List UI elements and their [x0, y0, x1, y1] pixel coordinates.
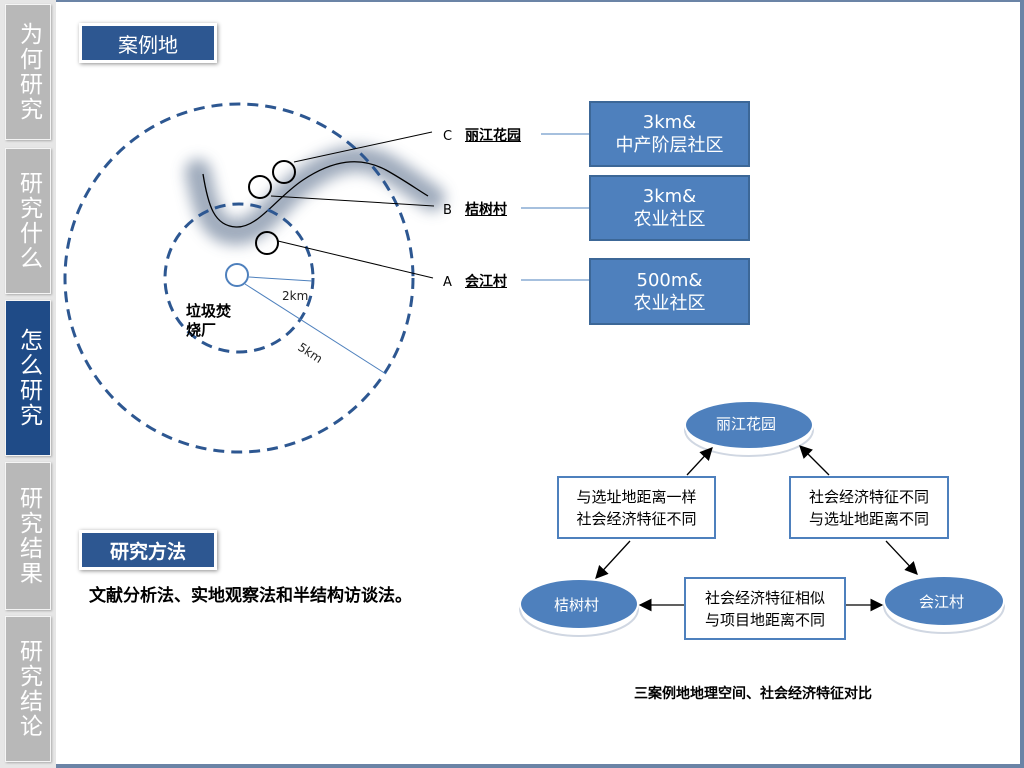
site-letter: A	[443, 275, 452, 290]
node-ellipse-right	[883, 575, 1005, 627]
leader-line-a	[277, 240, 434, 279]
nav-tab-label: 研究结果	[15, 486, 42, 586]
nav-tab-why[interactable]: 为何研究	[5, 4, 51, 140]
info-distance: 3km&	[642, 186, 697, 207]
incinerator-marker	[225, 263, 249, 287]
nav-tab-how[interactable]: 怎么研究	[5, 300, 51, 456]
section-nav: 为何研究 研究什么 怎么研究 研究结果 研究结论	[0, 0, 56, 768]
edge-line: 社会经济特征不同	[576, 509, 697, 528]
info-type: 农业社区	[633, 292, 706, 314]
nav-tab-what[interactable]: 研究什么	[5, 148, 51, 294]
nav-tab-label: 研究什么	[15, 171, 42, 271]
info-type: 农业社区	[633, 209, 706, 230]
site-marker-a	[255, 231, 279, 255]
site-label-c: C 丽江花园	[443, 125, 521, 145]
site-letter: B	[443, 203, 452, 218]
edge-line: 与项目地距离不同	[704, 610, 825, 629]
edge-line: 社会经济特征不同	[808, 487, 929, 506]
radius-line-2km	[248, 276, 313, 282]
node-label-right: 会江村	[919, 593, 965, 611]
edge-box-bottom: 社会经济特征相似 与项目地距离不同	[684, 577, 846, 640]
frame-top-border	[0, 0, 1024, 2]
arrow-to-right	[885, 540, 918, 575]
site-name: 会江村	[465, 274, 507, 290]
info-distance: 500m&	[636, 269, 703, 291]
arrow-to-top-from-right	[799, 445, 830, 476]
node-ellipse-left	[519, 578, 639, 630]
site-label-b: B 桔树村	[443, 199, 507, 219]
site-marker-b	[248, 175, 272, 199]
diagram-caption: 三案例地地理空间、社会经济特征对比	[634, 686, 872, 702]
info-box-c: 3km& 中产阶层社区	[589, 101, 750, 167]
method-section-title: 研究方法	[79, 530, 217, 570]
info-distance: 3km&	[642, 112, 697, 133]
incinerator-label: 垃圾焚 烧厂	[186, 302, 232, 339]
nav-tab-conclusions[interactable]: 研究结论	[5, 616, 51, 762]
site-letter: C	[443, 129, 453, 144]
info-box-b: 3km& 农业社区	[589, 175, 750, 241]
site-name: 桔树村	[465, 202, 507, 218]
nav-tab-label: 研究结论	[15, 639, 42, 739]
frame-right-border	[1020, 0, 1024, 768]
inner-ring-2km	[163, 202, 315, 354]
leader-line-c	[293, 131, 433, 163]
node-label-top: 丽江花园	[716, 415, 777, 433]
leader-line-b	[270, 195, 435, 207]
radius-label-2km: 2km	[282, 289, 309, 303]
site-label-a: A 会江村	[443, 271, 507, 291]
info-box-a: 500m& 农业社区	[589, 258, 750, 325]
node-ellipse-top	[684, 400, 814, 450]
edge-line: 与选址地距离不同	[808, 509, 929, 528]
edge-box-right-top: 社会经济特征不同 与选址地距离不同	[789, 476, 949, 539]
site-marker-c	[272, 160, 296, 184]
arrow-to-top-from-left	[686, 447, 713, 476]
frame-bottom-border	[0, 764, 1024, 768]
radius-line-5km	[244, 283, 387, 375]
river-line	[202, 161, 429, 228]
outer-ring-5km	[63, 102, 415, 454]
info-type: 中产阶层社区	[615, 135, 724, 156]
edge-line: 与选址地距离一样	[576, 487, 697, 506]
case-section-title: 案例地	[79, 23, 217, 63]
site-name: 丽江花园	[465, 128, 521, 144]
river-highlight	[185, 145, 445, 246]
nav-tab-label: 为何研究	[15, 22, 42, 122]
edge-line: 社会经济特征相似	[704, 588, 825, 607]
nav-tab-label: 怎么研究	[15, 328, 42, 428]
node-label-left: 桔树村	[554, 596, 600, 614]
nav-tab-results[interactable]: 研究结果	[5, 462, 51, 610]
method-description: 文献分析法、实地观察法和半结构访谈法。	[89, 586, 412, 606]
edge-box-left-top: 与选址地距离一样 社会经济特征不同	[557, 476, 716, 539]
arrow-to-left	[595, 540, 631, 579]
